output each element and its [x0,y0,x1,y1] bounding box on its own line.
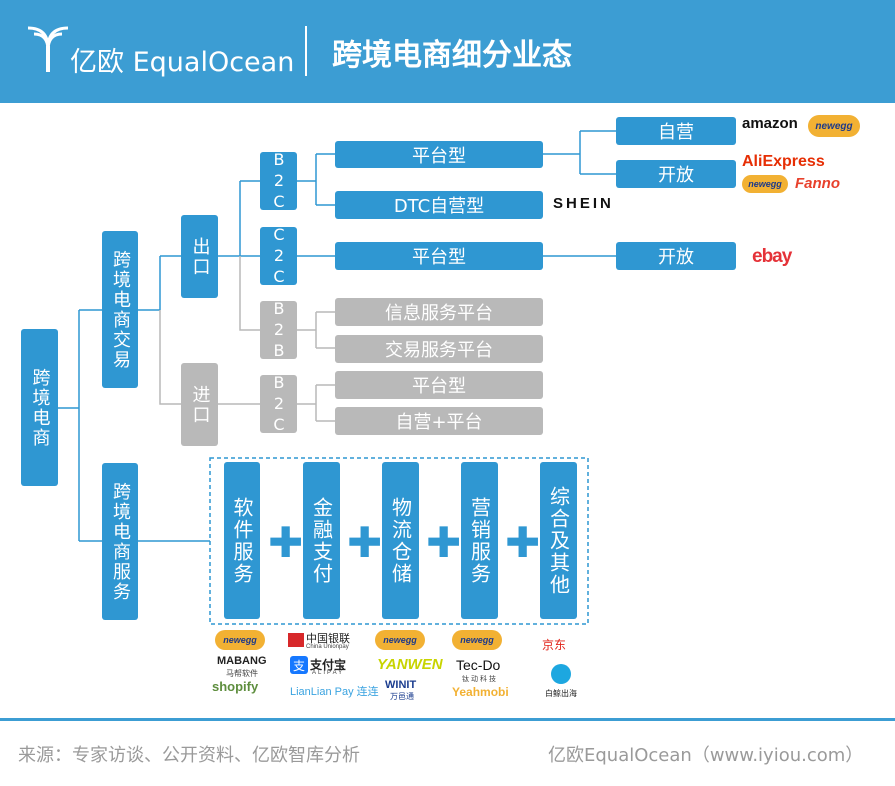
node-info-service-label: 信息服务平台 [385,303,493,324]
newegg-logo-text: newegg [815,120,853,132]
newegg-logo: newegg [215,630,265,650]
header-banner [0,0,895,103]
newegg-logo-text: newegg [748,179,782,189]
service-marketing-label: 营销服务 [467,496,492,585]
winit-cn-logo: 万邑通 [390,692,414,701]
node-self-plus-platform-label: 自营+平台 [395,412,483,433]
shein-logo: SHEIN [553,195,614,212]
node-c2c-open: 开放 [616,242,736,270]
plus-icon: ✚ [268,518,304,567]
node-trade-service: 交易服务平台 [335,335,543,363]
newegg-logo: newegg [452,630,502,650]
service-software-label: 软件服务 [230,496,254,585]
yanwen-logo: YANWEN [377,656,443,673]
node-b2c-export: B2C [260,149,297,213]
yeahmobi-logo: Yeahmobi [452,685,509,699]
connector-lines [58,130,616,625]
node-c2c-open-label: 开放 [658,247,694,268]
node-c2c: C2C [260,224,297,288]
equalocean-logo-icon [27,26,69,72]
node-trade-service-label: 交易服务平台 [385,340,493,361]
node-dtc-label: DTC自营型 [393,196,485,217]
node-cross-border-service: 跨境电商服务 [102,463,138,620]
aliexpress-logo: AliExpress [742,153,825,170]
footer-credit: 亿欧EqualOcean（www.iyiou.com） [548,745,864,766]
node-dtc: DTC自营型 [335,191,543,219]
lianlian-logo: LianLian Pay 连连 [290,686,379,698]
unionpay-en-logo: China Unionpay [306,644,349,650]
node-info-service: 信息服务平台 [335,298,543,326]
source-note: 来源：专家访谈、公开资料、亿欧智库分析 [18,745,360,766]
plus-icon: ✚ [426,518,462,567]
newegg-logo-text: newegg [383,635,417,645]
node-self-operated: 自营 [616,117,736,145]
service-finance-label: 金融支付 [309,496,334,585]
node-self-plus-platform: 自营+平台 [335,407,543,435]
winit-logo: WINIT [385,679,417,691]
node-cross-border-trade-label: 跨境电商交易 [110,249,131,370]
alipay-logo: 支付宝 [310,658,347,672]
amazon-logo: amazon [742,115,798,132]
jd-logo: 京东 [542,638,567,652]
node-open: 开放 [616,160,736,188]
node-export: 出口 [181,215,218,298]
node-import-platform-label: 平台型 [412,376,466,397]
baijing-icon [551,664,571,684]
ebay-logo: ebay [752,246,792,267]
service-logistics: 物流仓储 [382,462,419,619]
plus-icon: ✚ [505,518,541,567]
node-c2c-platform-label: 平台型 [412,247,466,268]
tecdo-cn-logo: 钛动科技 [462,676,498,683]
mabang-logo: MABANG [217,655,267,667]
node-cross-border-trade: 跨境电商交易 [102,231,138,388]
baijing-logo: 白鲸出海 [545,689,577,698]
node-b2b-label: B2B [269,298,289,362]
root-label: 跨境电商 [29,367,51,448]
node-self-operated-label: 自营 [658,122,694,143]
service-other: 综合及其他 [540,462,577,619]
alipay-en-logo: ALIPAY [312,670,345,676]
newegg-logo-text: newegg [223,635,257,645]
logo-text: 亿欧 EqualOcean [70,47,295,78]
header-divider [305,26,307,76]
newegg-logo: newegg [375,630,425,650]
service-marketing: 营销服务 [461,462,498,619]
unionpay-logo: 中国银联 [306,633,350,645]
node-c2c-platform: 平台型 [335,242,543,270]
node-b2c-import-label: B2C [269,372,289,436]
newegg-logo: newegg [808,115,860,137]
node-import: 进口 [181,363,218,446]
mabang-cn-logo: 马帮软件 [226,669,258,678]
tecdo-logo: Tec-Do [456,657,501,673]
newegg-logo: newegg [742,175,788,193]
node-c2c-label: C2C [269,224,289,288]
node-platform-label: 平台型 [412,145,466,167]
service-software: 软件服务 [224,462,260,619]
node-b2b: B2B [260,298,297,362]
alipay-icon: 支 [290,656,308,674]
shopify-logo: shopify [212,679,259,694]
node-cross-border-service-label: 跨境电商服务 [110,481,131,602]
node-b2c-import: B2C [260,372,297,436]
node-import-platform: 平台型 [335,371,543,399]
node-import-label: 进口 [189,384,211,425]
footer-divider [0,718,895,721]
fanno-logo: Fanno [795,175,840,192]
service-logistics-label: 物流仓储 [388,496,413,585]
node-b2c-export-label: B2C [269,149,289,213]
newegg-logo-text: newegg [460,635,494,645]
node-open-label: 开放 [658,165,694,186]
root-node: 跨境电商 [21,329,58,486]
service-finance: 金融支付 [303,462,340,619]
node-platform: 平台型 [335,141,543,168]
node-export-label: 出口 [189,236,211,277]
unionpay-icon [288,633,304,647]
plus-icon: ✚ [347,518,383,567]
service-other-label: 综合及其他 [546,485,571,596]
page-title: 跨境电商细分业态 [332,38,572,73]
